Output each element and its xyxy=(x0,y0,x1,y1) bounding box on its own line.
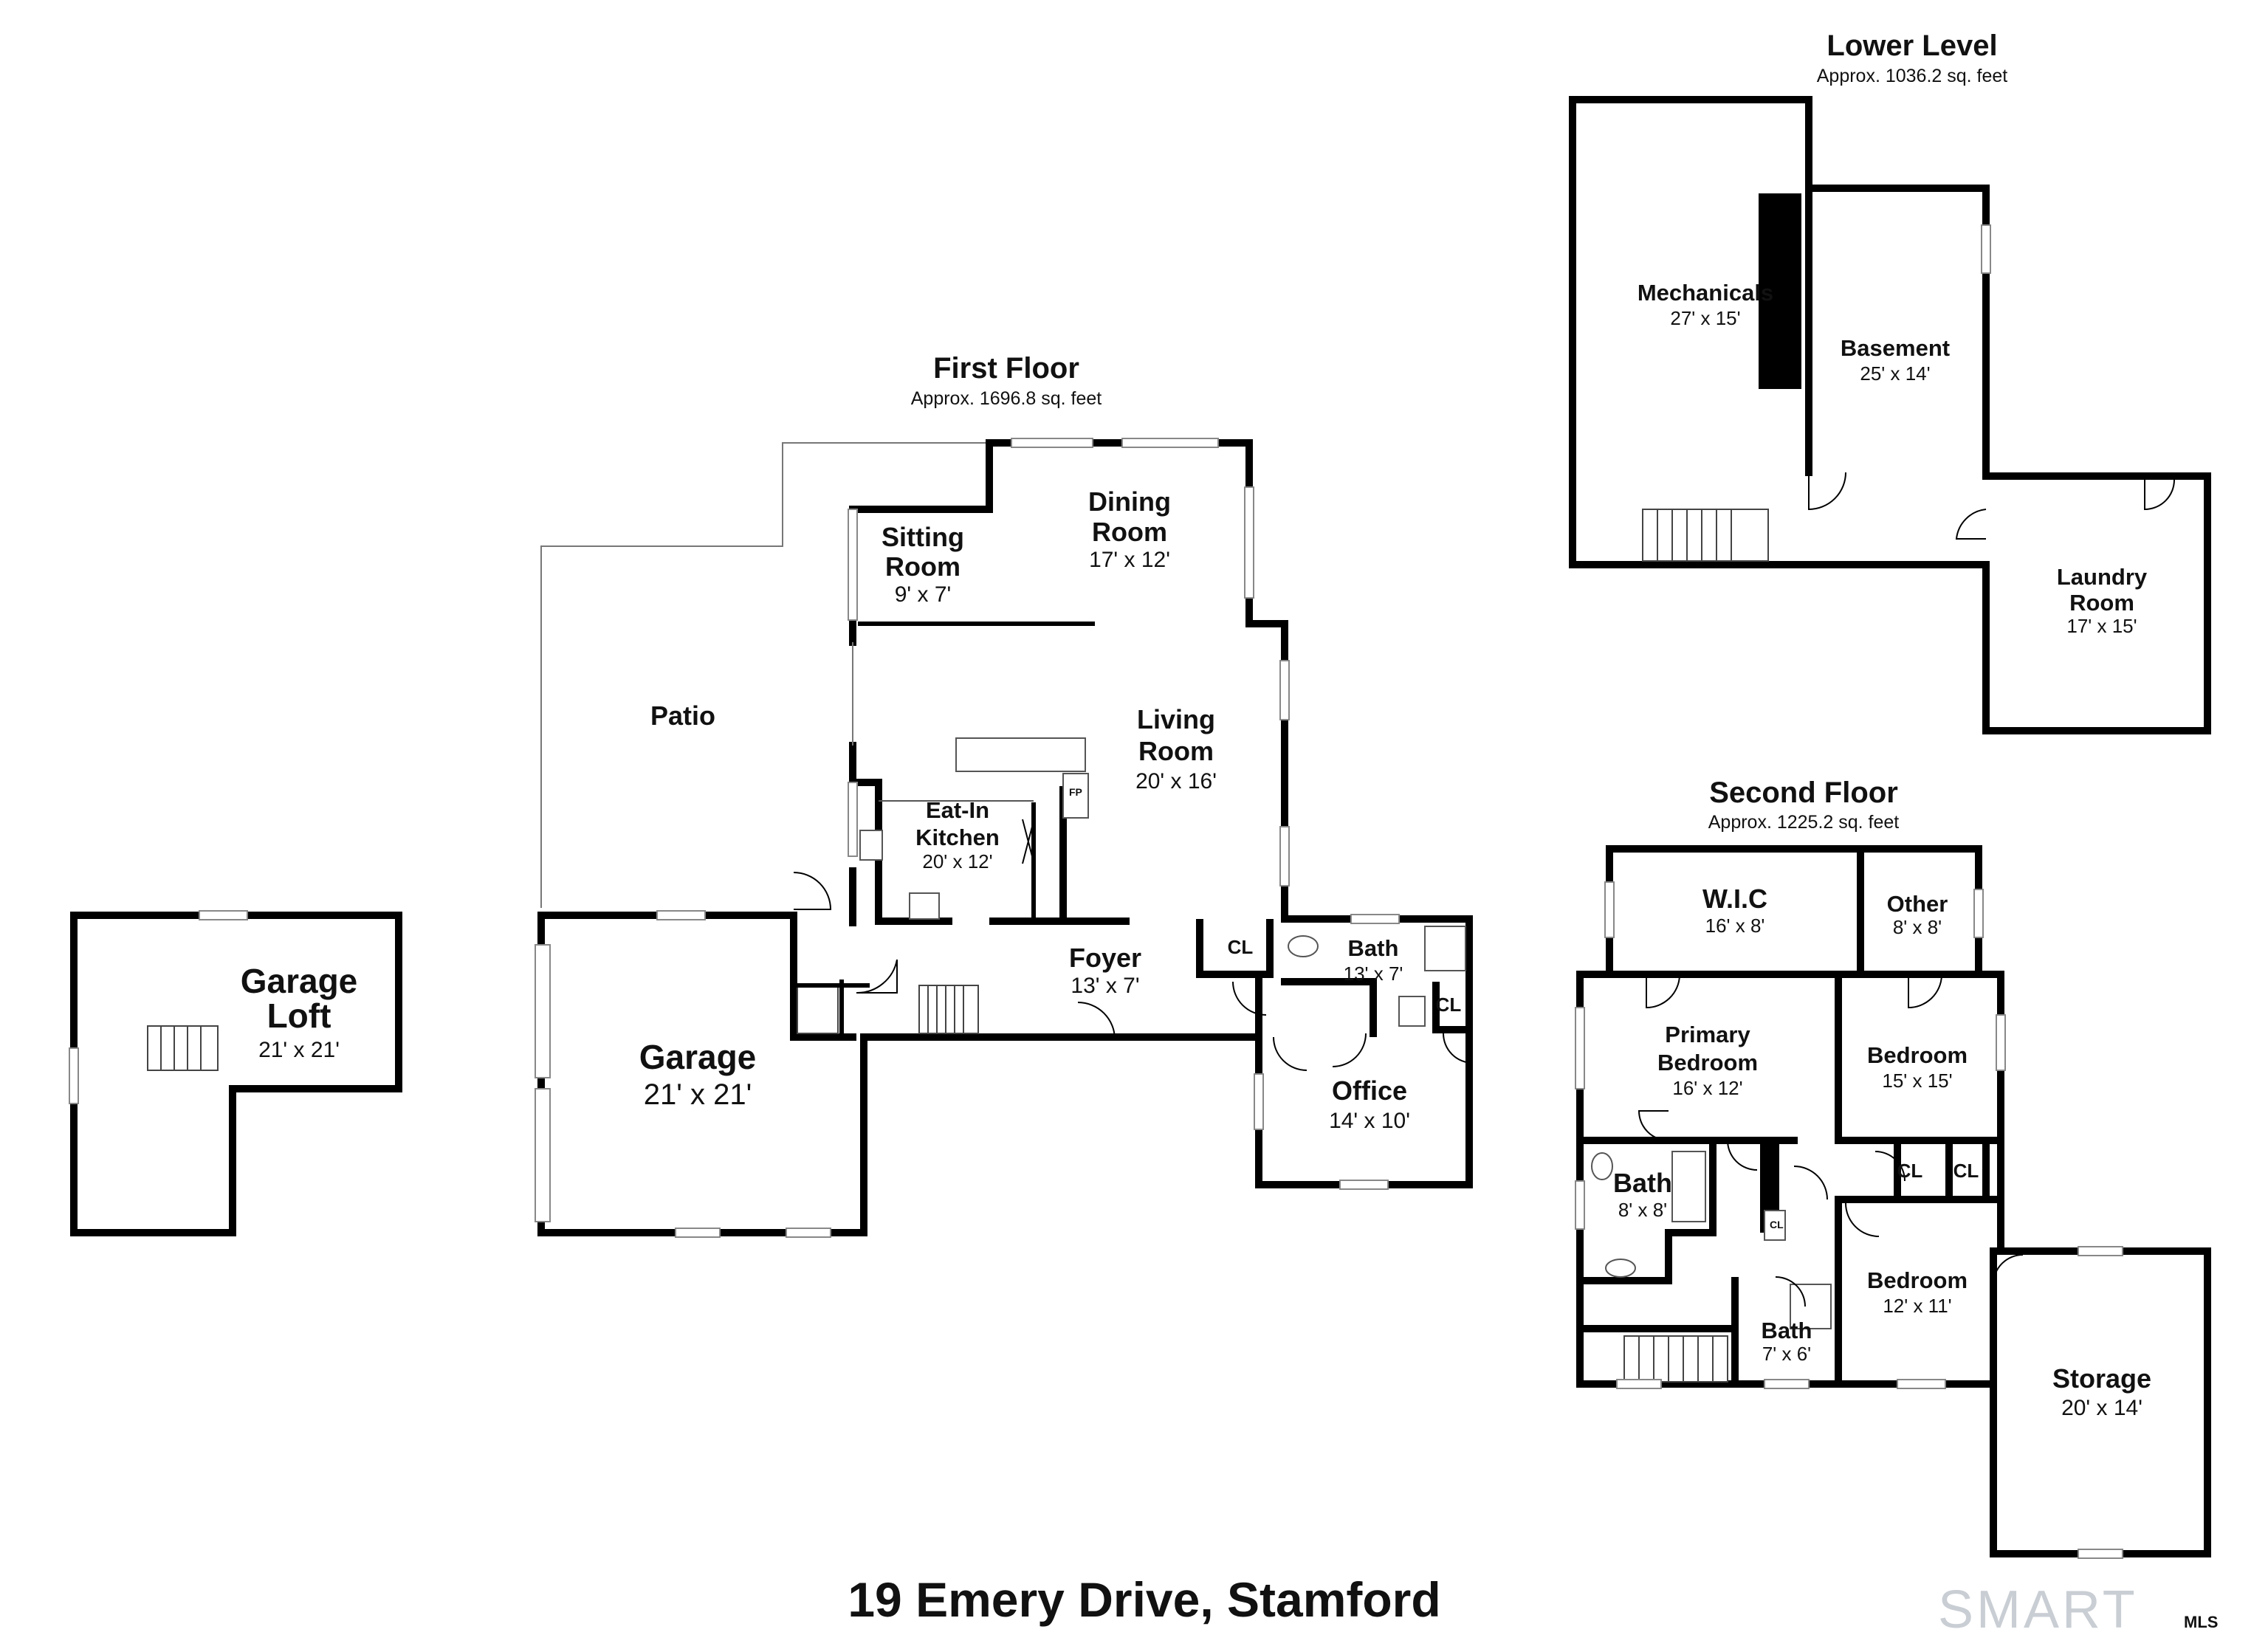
room-dimensions: 20' x 16' xyxy=(1135,769,1217,793)
second-floor-title: Second Floor xyxy=(1709,777,1898,809)
room-dimensions: 13' x 7' xyxy=(1344,963,1403,985)
closet-label: CL xyxy=(1897,1160,1923,1182)
room-dimensions: 20' x 12' xyxy=(922,850,992,872)
patio-outline xyxy=(540,442,997,908)
room-name: Bedroom xyxy=(1867,1267,1968,1293)
room-name: Patio xyxy=(650,700,715,731)
room-name: Dining xyxy=(1088,486,1171,517)
room-dimensions: 16' x 12' xyxy=(1672,1077,1742,1099)
first-floor-stairs xyxy=(918,985,979,1034)
room-name: Living xyxy=(1137,704,1215,734)
front-door[interactable] xyxy=(1077,1002,1116,1040)
room-name: Bath xyxy=(1348,935,1399,961)
room-dimensions: 8' x 8' xyxy=(1618,1199,1667,1221)
room-dimensions: 13' x 7' xyxy=(1071,974,1139,998)
room-name: Other xyxy=(1887,891,1948,917)
kitchen-island xyxy=(955,737,1086,772)
kitchen-sink xyxy=(859,830,883,861)
lower-level-area: Approx. 1036.2 sq. feet xyxy=(1817,66,2008,86)
closet-label: CL xyxy=(1770,1219,1784,1230)
room-name: Bath xyxy=(1762,1318,1812,1343)
garage-door-1 xyxy=(535,944,551,1078)
room-name: W.I.C xyxy=(1702,884,1767,914)
closet-label: CL xyxy=(1436,994,1462,1016)
lower-level: Lower Level Approx. 1036.2 sq. feet Mech… xyxy=(1569,30,2211,734)
room-name: Bath xyxy=(1613,1168,1672,1198)
sink xyxy=(1605,1259,1636,1278)
garage-door-2 xyxy=(535,1088,551,1222)
room-dimensions: 17' x 12' xyxy=(1089,548,1170,572)
room-dimensions: 12' x 11' xyxy=(1883,1295,1951,1317)
bath-sink xyxy=(1398,996,1426,1027)
room-name: Sitting xyxy=(882,522,964,552)
second-floor: Second Floor Approx. 1225.2 sq. feet W.I… xyxy=(1575,777,2211,1559)
room-name: Kitchen xyxy=(915,824,1000,850)
room-name: Laundry xyxy=(2057,564,2148,590)
room-name: Room xyxy=(2069,590,2134,616)
garage-loft: Garage Loft 21' x 21' xyxy=(69,910,402,1236)
property-address: 19 Emery Drive, Stamford xyxy=(848,1572,1440,1627)
room-dimensions: 9' x 7' xyxy=(895,582,952,607)
toilet xyxy=(1288,935,1319,957)
room-dimensions: 21' x 21' xyxy=(258,1038,340,1062)
closet-label: CL xyxy=(1953,1160,1979,1182)
toilet xyxy=(1591,1152,1613,1180)
logo-text: SMART xyxy=(1938,1580,2138,1639)
patio-door[interactable] xyxy=(793,872,832,910)
first-floor-area: Approx. 1696.8 sq. feet xyxy=(911,388,1102,409)
room-name: Foyer xyxy=(1069,943,1141,973)
room-dimensions: 21' x 21' xyxy=(644,1078,752,1111)
second-floor-stairs xyxy=(1623,1335,1728,1383)
fireplace-label: FP xyxy=(1069,786,1082,798)
room-dimensions: 25' x 14' xyxy=(1860,362,1930,385)
room-name: Eat-In xyxy=(926,797,989,823)
second-floor-area: Approx. 1225.2 sq. feet xyxy=(1708,812,1900,833)
room-name: Room xyxy=(1092,517,1167,547)
shower xyxy=(1790,1284,1832,1329)
closet-label: CL xyxy=(1228,936,1254,958)
room-dimensions: 20' x 14' xyxy=(2061,1396,2142,1420)
room-dimensions: 7' x 6' xyxy=(1762,1343,1811,1365)
room-dimensions: 8' x 8' xyxy=(1893,916,1942,938)
room-dimensions: 17' x 15' xyxy=(2066,615,2137,637)
logo-suffix: MLS xyxy=(2184,1613,2218,1631)
shower xyxy=(1424,926,1466,971)
room-name: Basement xyxy=(1841,335,1950,361)
room-name: Primary xyxy=(1665,1022,1750,1047)
room-name: Garage xyxy=(639,1038,757,1076)
room-name: Office xyxy=(1332,1075,1407,1106)
room-dimensions: 16' x 8' xyxy=(1705,915,1765,937)
room-name: Loft xyxy=(267,996,331,1035)
smart-mls-logo: SMART MLS xyxy=(1938,1580,2218,1639)
room-name: Bedroom xyxy=(1867,1042,1968,1068)
fireplace xyxy=(1062,773,1089,819)
chimney xyxy=(1759,193,1801,389)
garage-stairs xyxy=(797,985,839,1034)
bathtub xyxy=(1671,1151,1706,1222)
first-floor-title: First Floor xyxy=(933,352,1079,385)
room-dimensions: 14' x 10' xyxy=(1329,1109,1410,1133)
loft-stairs xyxy=(147,1025,219,1071)
first-floor: FP xyxy=(535,352,1474,1238)
room-name: Room xyxy=(1138,736,1214,766)
room-name: Storage xyxy=(2052,1363,2151,1394)
room-name: Bedroom xyxy=(1657,1050,1758,1075)
room-name: Garage xyxy=(241,962,358,1000)
lower-stairs xyxy=(1642,509,1769,562)
kitchen-range xyxy=(909,892,940,920)
room-name: Room xyxy=(885,551,961,582)
room-dimensions: 15' x 15' xyxy=(1882,1070,1952,1092)
lower-level-title: Lower Level xyxy=(1827,30,1997,62)
foyer-door[interactable] xyxy=(856,959,898,994)
room-name: Mechanicals xyxy=(1638,280,1773,306)
room-dimensions: 27' x 15' xyxy=(1670,307,1740,329)
